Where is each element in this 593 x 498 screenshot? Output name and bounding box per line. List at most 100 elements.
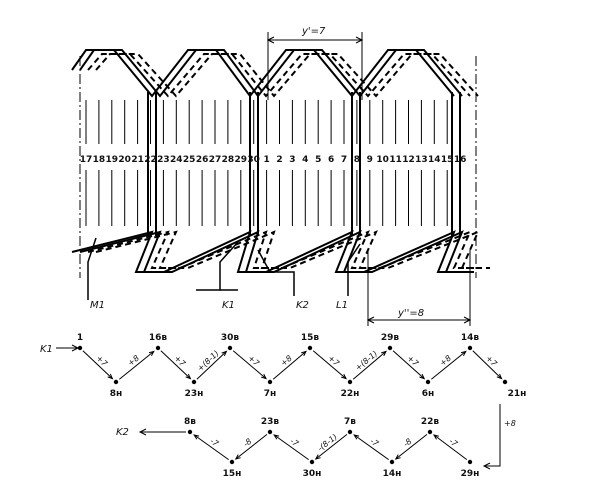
pitch-label-bottom: y''=8: [397, 308, 424, 319]
terminal-m1: M1: [90, 300, 105, 311]
sequence-edges: [82, 350, 503, 470]
terminal-k2: K2: [296, 300, 309, 311]
sequence-node-dot: [187, 429, 193, 435]
sequence-node-label: 14н: [383, 469, 402, 479]
sequence-edge: [272, 351, 307, 380]
sequence-edge-label: -7: [447, 437, 460, 450]
sequence-arrowhead: [341, 373, 347, 380]
sequence-edge: [431, 351, 467, 380]
sequence-arrowhead: [419, 373, 426, 380]
slot-number: 25: [183, 155, 196, 165]
sequence-node-label: 15н: [223, 469, 242, 479]
pitch-dimension-top: [266, 32, 364, 100]
sequence-node-dot: [267, 429, 273, 435]
slot-number: 29: [235, 155, 248, 165]
sequence-edge-label: -8: [242, 437, 254, 449]
slot-number: 16: [454, 155, 467, 165]
sequence-node-label: 7в: [344, 417, 356, 427]
slot-number: 21: [131, 155, 144, 165]
coil-end-bottom: [71, 230, 466, 273]
sequence-node-label: 8н: [110, 389, 122, 399]
sequence-node-dot: [267, 379, 273, 385]
sequence-node-dot: [113, 379, 119, 385]
slot-number: 10: [376, 155, 389, 165]
coil-end-top: [95, 53, 479, 98]
slot-number: 19: [106, 155, 119, 165]
sequence-node-dot: [347, 379, 353, 385]
sequence-edge-label: -7: [368, 437, 380, 449]
sequence-edge: [484, 404, 501, 467]
sequence-node-dot: [191, 379, 197, 385]
sequence-edge-label: +8: [438, 354, 453, 368]
sequence-node-dot: [467, 459, 473, 465]
sequence-node-label: 29в: [381, 333, 400, 343]
coil-end-bottom: [87, 230, 482, 269]
sequence-node-label: 30в: [221, 333, 240, 343]
slot-number: 23: [157, 155, 170, 165]
slot-number: 17: [80, 155, 93, 165]
sequence-node-label: 23н: [185, 389, 204, 399]
sequence-node-label: 16в: [149, 333, 168, 343]
sequence-edge: [395, 434, 428, 460]
sequence-arrowhead: [353, 434, 360, 440]
slot-number: 15: [441, 155, 454, 165]
sequence-arrowhead: [394, 454, 401, 460]
sequence-edge: [315, 434, 348, 460]
slot-number: 3: [289, 155, 295, 165]
sequence-edge-label: +8: [279, 354, 294, 368]
sequence-node-dot: [425, 379, 431, 385]
sequence-edge-label: +7: [484, 354, 499, 369]
slot-number: 12: [402, 155, 415, 165]
sequence-edge: [392, 350, 425, 379]
slot-number: 26: [196, 155, 209, 165]
terminal-leads: [87, 237, 361, 300]
sequence-arrowhead: [314, 454, 321, 460]
sequence-node-dot: [387, 345, 393, 351]
sequence-node-dot: [229, 459, 235, 465]
slot-number: 2: [276, 155, 282, 165]
end-arrow: [138, 428, 186, 436]
sequence-edge-label: +7: [172, 354, 187, 369]
sequence-edge: [160, 350, 191, 379]
sequence-end-label: K2: [116, 427, 129, 438]
sequence-edge-label: +8: [126, 354, 141, 368]
sequence-edge: [82, 350, 113, 379]
start-arrow: [56, 344, 80, 352]
sequence-node-dot: [427, 429, 433, 435]
coil-zigzag: [71, 49, 490, 273]
sequence-node-dot: [77, 345, 83, 351]
slot-number: 7: [341, 155, 347, 165]
coil-end-top: [87, 53, 471, 98]
sequence-node-dot: [347, 429, 353, 435]
slot-number: 6: [328, 155, 334, 165]
sequence-edge: [196, 351, 227, 380]
slot-lines: [79, 56, 477, 278]
pitch-dimension-bottom: [366, 250, 472, 326]
sequence-node-dot: [155, 345, 161, 351]
sequence-arrowhead: [381, 350, 387, 357]
sequence-node-label: 21н: [508, 389, 527, 399]
sequence-arrowhead: [148, 350, 155, 357]
slot-number: 11: [389, 155, 402, 165]
sequence-edge-label: -8: [402, 437, 414, 449]
sequence-edge-label: +7: [246, 354, 262, 369]
sequence-edge-label: +8: [504, 419, 516, 428]
sequence-node-label: 1: [77, 333, 83, 343]
sequence-node-label: 8в: [184, 417, 196, 427]
sequence-edge-label: -7: [288, 437, 300, 449]
pitch-label-top: y'=7: [301, 26, 326, 37]
terminal-l1: L1: [336, 300, 348, 311]
slot-number: 24: [170, 155, 183, 165]
slot-number: 18: [93, 155, 106, 165]
sequence-arrowhead: [107, 373, 114, 380]
sequence-node-dot: [307, 345, 313, 351]
sequence-arrowhead: [234, 454, 241, 460]
sequence-edge: [232, 350, 267, 379]
sequence-start-label: K1: [40, 344, 53, 355]
slot-number: 28: [222, 155, 235, 165]
sequence-arrowhead: [301, 350, 307, 357]
sequence-node-label: 15в: [301, 333, 320, 343]
